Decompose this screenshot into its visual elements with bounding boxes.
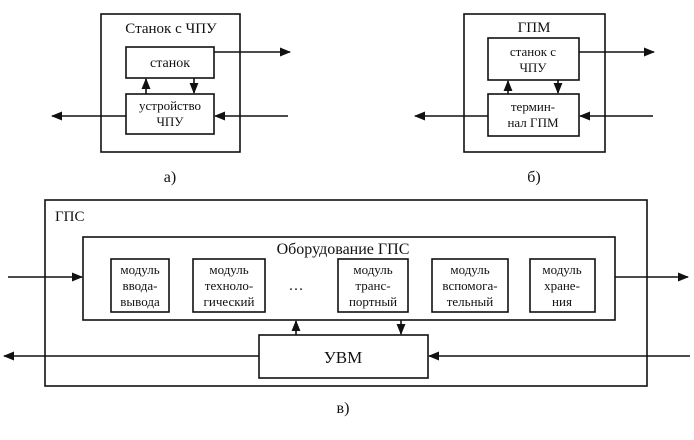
module-tech-line2: техноло-	[205, 278, 253, 293]
cnc-machine-title: Станок с ЧПУ	[125, 21, 217, 37]
module-transport-line2: транс-	[355, 278, 390, 293]
module-tech-line3: гический	[204, 294, 255, 309]
modules-ellipsis: …	[289, 278, 304, 294]
fpm-terminal-label-line2: нал ГПМ	[507, 115, 558, 130]
module-io-line2: ввода-	[122, 278, 157, 293]
module-aux-box	[431, 258, 509, 313]
module-io-line3: вывода	[120, 294, 160, 309]
panel-b: ГПМ станок с ЧПУ термин- нал ГПМ б)	[413, 13, 656, 186]
module-io-box	[110, 258, 170, 313]
fpm-machine-block	[487, 37, 580, 81]
module-transport-line3: портный	[349, 294, 397, 309]
module-transport-line1: модуль	[353, 262, 392, 277]
panel-a: Станок с ЧПУ станок устройство ЧПУ а)	[50, 13, 292, 186]
machine-block-label: станок	[150, 56, 190, 71]
caption-b: б)	[527, 169, 540, 186]
panel-c: ГПС Оборудование ГПС модуль ввода- вывод…	[2, 199, 690, 417]
fpm-machine-label-line2: ЧПУ	[519, 60, 547, 75]
cnc-device-block	[125, 93, 215, 135]
fpm-machine-label-line1: станок с	[510, 44, 556, 59]
uvm-label: УВМ	[324, 348, 363, 367]
caption-a: а)	[164, 169, 176, 186]
cnc-device-label-line2: ЧПУ	[156, 114, 184, 129]
fpm-title: ГПМ	[518, 20, 551, 36]
module-aux-line2: вспомога-	[442, 278, 497, 293]
module-storage-line2: хране-	[544, 278, 580, 293]
module-aux-line3: тельный	[447, 294, 494, 309]
caption-c: в)	[337, 400, 350, 417]
equipment-title: Оборудование ГПС	[277, 241, 410, 258]
module-tech-box	[192, 258, 266, 313]
fpm-terminal-label-line1: термин-	[511, 99, 555, 114]
cnc-device-label-line1: устройство	[139, 98, 201, 113]
module-aux-line1: модуль	[450, 262, 489, 277]
module-io-line1: модуль	[120, 262, 159, 277]
module-storage-line3: ния	[552, 294, 572, 309]
module-transport-box	[337, 258, 409, 313]
fms-title: ГПС	[55, 209, 85, 225]
machine-block	[125, 46, 215, 79]
module-tech-line1: модуль	[209, 262, 248, 277]
uvm-block	[258, 334, 429, 379]
module-storage-box	[529, 258, 596, 313]
module-storage-line1: модуль	[542, 262, 581, 277]
